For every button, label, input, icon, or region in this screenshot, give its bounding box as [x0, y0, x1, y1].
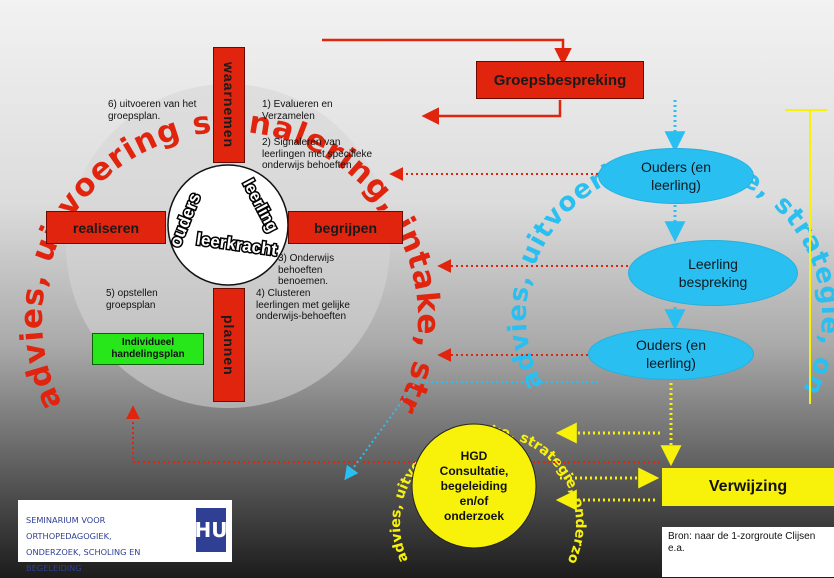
- leerling-bespreking-label: Leerling bespreking: [678, 256, 748, 290]
- note-1: 1) Evalueren en Verzamelen: [262, 99, 333, 122]
- note-2: 2) Signaleren van leerlingen met specifi…: [262, 137, 373, 171]
- realiseren-box: realiseren: [46, 211, 166, 244]
- leerling-bespreking-ellipse: Leerling bespreking: [628, 240, 798, 306]
- groepsbespreking-label: Groepsbespreking: [493, 71, 627, 89]
- bron-note: Bron: naar de 1-zorgroute Clijsen e.a.: [662, 527, 834, 577]
- individueel-handelingsplan-box: Individueel handelingsplan: [92, 333, 204, 365]
- ouders-ellipse-2: Ouders (en leerling): [588, 328, 754, 380]
- logo-line-1: SEMINARIUM VOOR ORTHOPEDAGOGIEK,: [26, 515, 112, 541]
- note-5: 5) opstellen groepsplan: [106, 288, 158, 311]
- individueel-handelingsplan-label: Individueel handelingsplan: [111, 337, 185, 360]
- groepsbespreking-box: Groepsbespreking: [476, 61, 644, 99]
- note-6: 6) uitvoeren van het groepsplan.: [108, 99, 197, 122]
- logo-text: SEMINARIUM VOOR ORTHOPEDAGOGIEK, ONDERZO…: [26, 512, 186, 576]
- arrow-from-groepsbespreking: [421, 100, 562, 125]
- verwijzing-box: Verwijzing: [662, 468, 834, 506]
- arrow-verwijzing-feedback: [126, 405, 660, 463]
- ouders-ellipse-1: Ouders (en leerling): [598, 148, 754, 204]
- arrow-to-groepsbespreking: [322, 38, 572, 66]
- waarnemen-box: waarnemen: [213, 47, 245, 163]
- ouders-ellipse-1-label: Ouders (en leerling): [640, 159, 712, 193]
- realiseren-label: realiseren: [72, 219, 140, 236]
- seminarium-logo: SEMINARIUM VOOR ORTHOPEDAGOGIEK, ONDERZO…: [18, 500, 232, 573]
- waarnemen-label: waarnemen: [221, 61, 237, 149]
- logo-line-2: ONDERZOEK, SCHOLING EN BEGELEIDING: [26, 547, 141, 573]
- note-3: 3) Onderwijs behoeften benoemen.: [278, 253, 335, 287]
- plannen-label: plannen: [221, 314, 237, 376]
- arrow-to-hgd: [344, 381, 598, 481]
- plannen-box: plannen: [213, 288, 245, 402]
- begrijpen-box: begrijpen: [288, 211, 403, 244]
- begrijpen-label: begrijpen: [313, 219, 377, 236]
- note-4: 4) Clusteren leerlingen met gelijke onde…: [256, 288, 350, 322]
- hgd-label: HGD Consultatie, begeleiding en/of onder…: [439, 448, 509, 523]
- hgd-circle: [411, 423, 537, 549]
- ouders-ellipse-2-label: Ouders (en leerling): [635, 337, 707, 371]
- hu-logo-mark: HU: [195, 508, 228, 552]
- verwijzing-label: Verwijzing: [708, 478, 788, 495]
